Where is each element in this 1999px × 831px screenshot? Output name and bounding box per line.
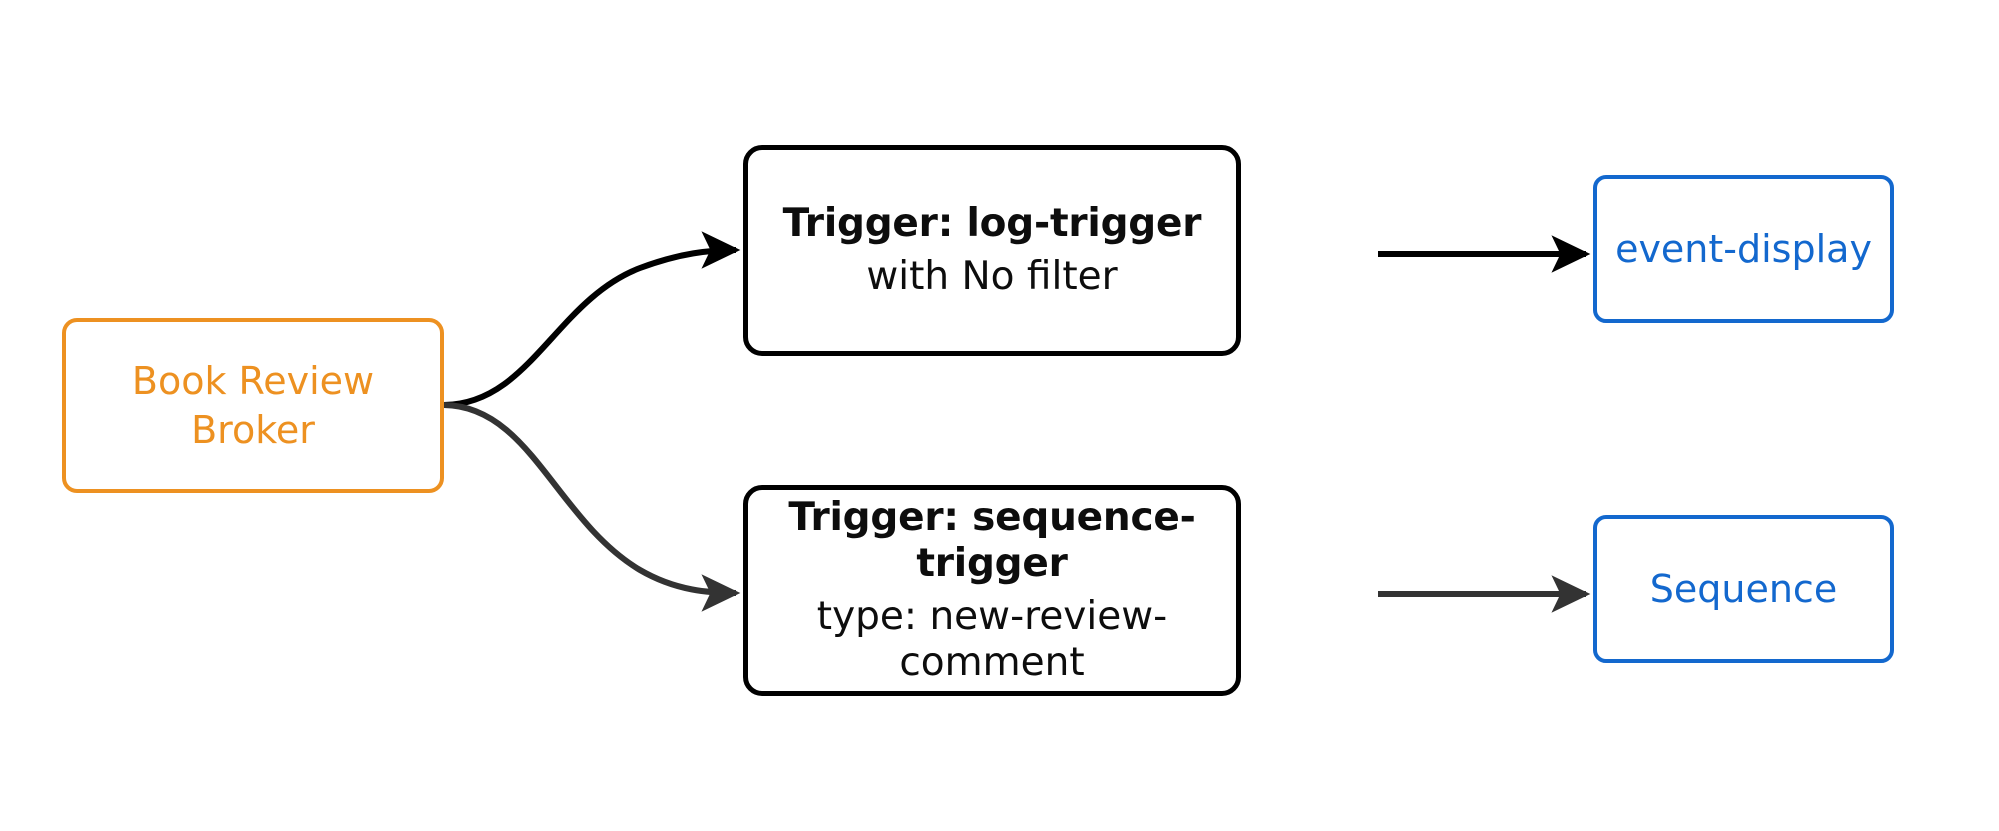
broker-label-line2: Broker <box>191 407 315 452</box>
trigger-sequence-subtitle: type: new-review-comment <box>816 593 1168 685</box>
node-event-display[interactable]: event-display <box>1593 175 1894 323</box>
node-trigger-sequence-trigger[interactable]: Trigger: sequence-trigger type: new-revi… <box>743 485 1241 696</box>
trigger-log-title: Trigger: log-trigger <box>782 201 1202 247</box>
edge-broker-to-sequence-trigger <box>443 402 741 612</box>
sink-event-display-label: event-display <box>1615 226 1872 271</box>
trigger-sequence-title: Trigger: sequence-trigger <box>788 495 1196 587</box>
node-book-review-broker[interactable]: Book Review Broker <box>62 318 444 493</box>
edge-broker-to-log-trigger <box>443 231 741 408</box>
trigger-log-subtitle: with No filter <box>866 253 1118 299</box>
sink-sequence-label: Sequence <box>1649 566 1838 611</box>
node-trigger-log-trigger[interactable]: Trigger: log-trigger with No filter <box>743 145 1241 356</box>
node-sequence[interactable]: Sequence <box>1593 515 1894 663</box>
broker-label-line1: Book Review <box>131 358 375 403</box>
